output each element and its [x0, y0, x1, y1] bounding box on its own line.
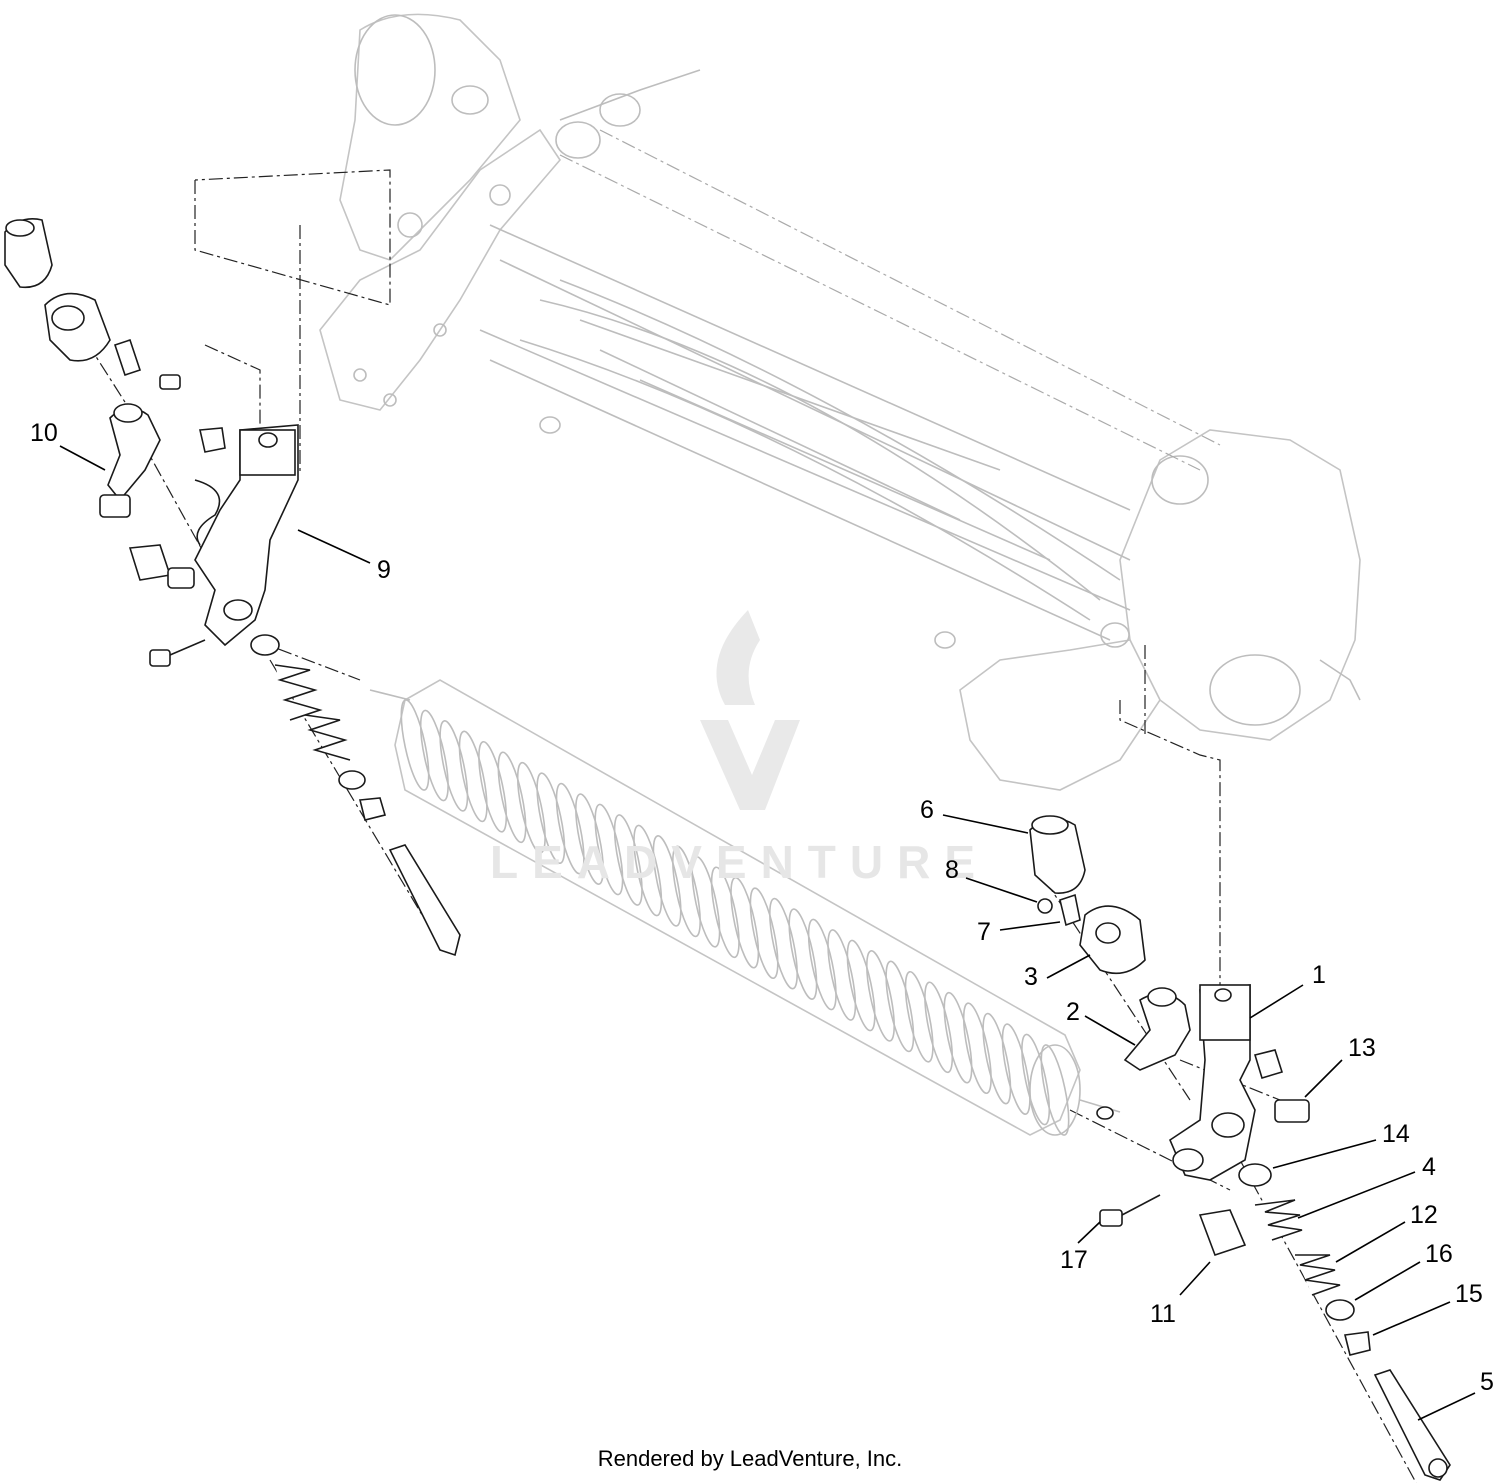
leader-17	[1077, 1221, 1101, 1244]
callout-1: 1	[1312, 961, 1326, 989]
callout-10: 10	[30, 419, 58, 447]
roller-rib	[400, 699, 430, 791]
roller-rib	[458, 730, 488, 823]
leader-11	[1179, 1261, 1211, 1296]
callout-2: 2	[1066, 998, 1080, 1026]
callout-9: 9	[377, 556, 391, 584]
right-side-parts	[1029, 815, 1451, 1481]
roller-rib	[943, 991, 973, 1084]
leader-16	[1354, 1261, 1421, 1301]
callout-17: 17	[1060, 1246, 1088, 1274]
roller-rib	[497, 751, 527, 844]
leader-7	[999, 921, 1061, 931]
roller-rib	[555, 782, 585, 875]
watermark-text: LEADVENTURE	[490, 836, 989, 888]
callout-12: 12	[1410, 1201, 1438, 1229]
roller-rib	[1021, 1033, 1051, 1126]
leader-8	[965, 877, 1038, 903]
leader-1	[1249, 984, 1304, 1019]
left-side-parts	[4, 218, 461, 957]
callout-11: 11	[1150, 1300, 1176, 1328]
roller-rib	[827, 929, 857, 1021]
roller-rib	[478, 740, 508, 833]
roller-rib	[419, 709, 449, 802]
leader-4	[1297, 1171, 1416, 1219]
leader-5	[1417, 1392, 1476, 1421]
roller-rib	[710, 866, 740, 959]
leader-14	[1272, 1139, 1377, 1169]
roller-rib	[924, 981, 954, 1074]
roller-rib	[962, 1002, 992, 1095]
roller-rib	[439, 720, 469, 812]
callout-16: 16	[1425, 1240, 1453, 1268]
assembly-guide-lines	[59, 169, 1417, 1483]
leader-6	[942, 814, 1029, 834]
roller-rib	[904, 970, 934, 1063]
roller-rib	[1040, 1044, 1070, 1136]
leader-9	[297, 529, 371, 564]
leader-15	[1372, 1301, 1451, 1336]
front-roller	[369, 679, 1121, 1136]
roller-rib	[788, 908, 818, 1000]
footer-credit: Rendered by LeadVenture, Inc.	[597, 1446, 903, 1471]
reel-assembly-background	[319, 13, 1361, 791]
roller-rib	[846, 939, 876, 1032]
roller-rib	[730, 876, 760, 969]
roller-rib	[807, 918, 837, 1011]
roller-rib	[575, 793, 604, 885]
roller-rib	[613, 814, 643, 906]
roller-rib	[749, 887, 779, 980]
leader-13	[1304, 1059, 1343, 1098]
roller-rib	[691, 855, 721, 948]
callout-3: 3	[1024, 963, 1038, 991]
roller-rib	[633, 824, 663, 917]
roller-rib	[866, 950, 895, 1042]
callout-6: 6	[920, 796, 934, 824]
callout-8: 8	[945, 856, 959, 884]
leader-12	[1335, 1221, 1406, 1263]
roller-ribs	[400, 699, 1070, 1136]
callout-15: 15	[1455, 1280, 1483, 1308]
roller-rib	[672, 845, 701, 938]
roller-rib	[652, 835, 682, 927]
callout-14: 14	[1382, 1120, 1410, 1148]
leader-10	[59, 445, 106, 471]
leader-3	[1046, 954, 1091, 979]
roller-rib	[982, 1012, 1012, 1105]
roller-rib	[516, 761, 546, 854]
roller-rib	[769, 897, 798, 990]
callout-7: 7	[977, 918, 991, 946]
callout-4: 4	[1422, 1153, 1436, 1181]
leader-2	[1084, 1015, 1136, 1046]
callouts: 1 2 3 4 5 6 7 8 9 10 11 12 13 14 15 16 1	[30, 419, 1494, 1421]
callout-5: 5	[1480, 1368, 1494, 1396]
roller-rib	[536, 772, 566, 865]
callout-13: 13	[1348, 1034, 1376, 1062]
roller-rib	[1001, 1023, 1031, 1115]
roller-rib	[885, 960, 915, 1053]
roller-rib	[594, 803, 624, 896]
watermark-logo: LEADVENTURE	[490, 610, 989, 888]
